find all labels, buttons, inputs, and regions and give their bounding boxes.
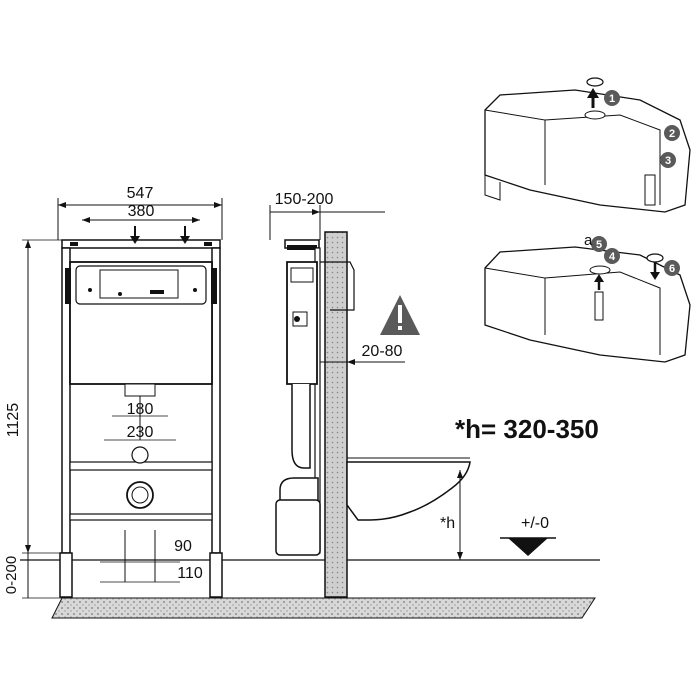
dim-180: 180 bbox=[127, 401, 154, 418]
svg-text:5: 5 bbox=[596, 239, 602, 251]
dim-230: 230 bbox=[127, 424, 154, 441]
height-note: *h= 320-350 bbox=[455, 414, 599, 444]
up-arrow-icon bbox=[587, 88, 599, 108]
svg-text:3: 3 bbox=[665, 155, 671, 167]
down-arrow-icon bbox=[180, 226, 190, 244]
dim-150-200: 150-200 bbox=[275, 191, 334, 208]
down-arrow-icon bbox=[130, 226, 140, 244]
floor bbox=[20, 559, 600, 619]
front-frame bbox=[57, 198, 223, 598]
dim-90: 90 bbox=[174, 538, 192, 555]
dim-110: 110 bbox=[177, 565, 203, 582]
level-triangle-icon bbox=[500, 537, 556, 556]
svg-text:6: 6 bbox=[669, 263, 675, 275]
height-dimension bbox=[22, 239, 62, 599]
warning-icon bbox=[380, 295, 420, 335]
step-badge-4: 4 bbox=[604, 248, 620, 264]
svg-text:2: 2 bbox=[669, 128, 675, 140]
step-badge-5: 5 bbox=[591, 236, 607, 252]
svg-text:4: 4 bbox=[609, 251, 616, 263]
step-badge-3: 3 bbox=[660, 152, 676, 168]
step-badge-6: 6 bbox=[664, 260, 680, 276]
dim-380: 380 bbox=[128, 203, 155, 220]
dim-547: 547 bbox=[127, 185, 154, 202]
floor-level: +/-0 bbox=[521, 515, 549, 532]
step-badge-2: 2 bbox=[664, 125, 680, 141]
dim-1125: 1125 bbox=[5, 403, 22, 438]
cistern-top bbox=[484, 77, 691, 213]
letter-a: a bbox=[584, 232, 593, 249]
svg-text:1: 1 bbox=[609, 93, 615, 105]
cistern-bottom bbox=[484, 246, 691, 363]
side-view bbox=[269, 205, 471, 598]
dim-20-80: 20-80 bbox=[362, 343, 403, 360]
step-badge-1: 1 bbox=[604, 90, 620, 106]
height-label: *h bbox=[440, 515, 455, 532]
dim-0-200: 0-200 bbox=[3, 556, 20, 594]
